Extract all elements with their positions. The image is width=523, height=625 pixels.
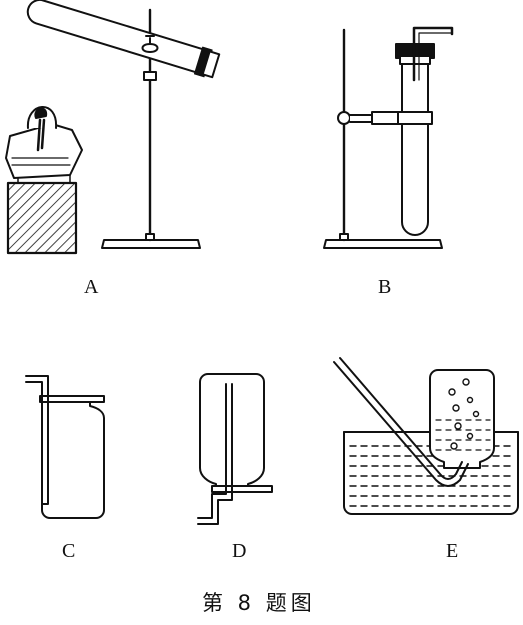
iron-stand-a bbox=[101, 8, 201, 249]
figure-caption: 第 8 题图 bbox=[202, 591, 316, 615]
apparatus-c bbox=[25, 375, 105, 519]
test-tube-b bbox=[395, 26, 454, 236]
gas-bubbles bbox=[448, 378, 480, 450]
delivery-tube-e bbox=[333, 357, 469, 487]
apparatus-a bbox=[5, 0, 221, 255]
label-a: A bbox=[84, 276, 99, 298]
apparatus-b bbox=[323, 26, 454, 249]
collection-bottle bbox=[429, 369, 495, 469]
label-b: B bbox=[378, 276, 391, 298]
wooden-block bbox=[6, 181, 78, 255]
apparatus-d bbox=[197, 373, 273, 525]
glass-tube-c bbox=[25, 375, 49, 505]
label-d: D bbox=[232, 540, 246, 562]
water-surface bbox=[349, 445, 513, 507]
apparatus-e bbox=[333, 357, 519, 515]
label-c: C bbox=[62, 540, 75, 562]
test-tube-a bbox=[26, 0, 221, 79]
glass-tube-d bbox=[197, 383, 233, 525]
alcohol-lamp bbox=[5, 106, 83, 184]
label-e: E bbox=[446, 540, 458, 562]
clamp-a bbox=[141, 35, 159, 53]
